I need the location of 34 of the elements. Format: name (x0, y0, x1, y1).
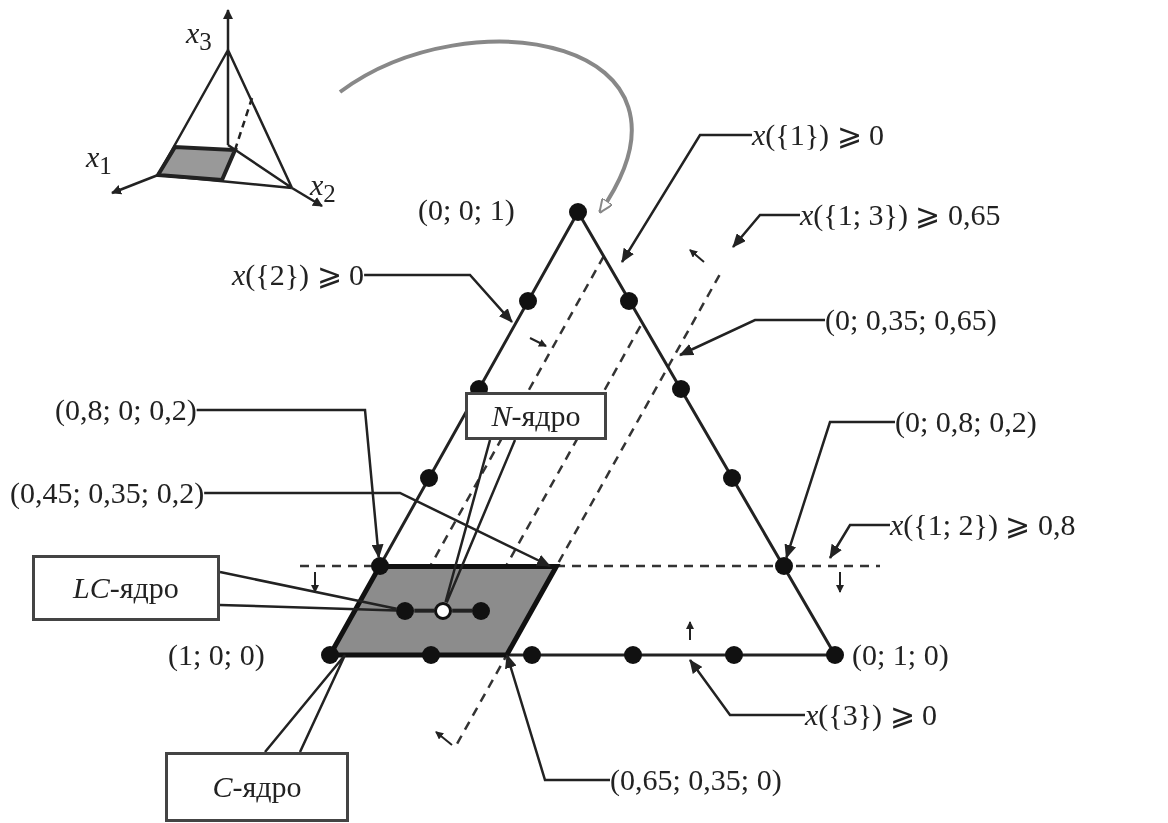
coordinate-label: x({1; 3}) ⩾ 0,65 (800, 198, 1001, 232)
leader-line (196, 408, 384, 559)
leader-line (679, 318, 825, 357)
coordinate-label: (0,8; 0; 0,2) (55, 393, 197, 427)
leader-line (784, 420, 895, 559)
leader-line (505, 654, 610, 782)
coordinate-label: x({2}) ⩾ 0 (232, 258, 365, 292)
callout-box: LC-ядро (32, 555, 220, 621)
callout-pointer (263, 653, 347, 754)
coordinate-label: (0; 0,35; 0,65) (825, 303, 997, 337)
leader-line (689, 659, 805, 717)
leader-line (204, 491, 551, 568)
curved-arrow (338, 39, 634, 214)
axis-label: x$_{1}$ (86, 140, 112, 181)
callout-box: C-ядро (165, 752, 349, 822)
coordinate-label: x({1}) ⩾ 0 (752, 118, 885, 152)
coordinate-label: (0; 0,8; 0,2) (895, 405, 1037, 439)
coordinate-label: x({3}) ⩾ 0 (805, 698, 938, 732)
vertex-label: (0; 0; 1) (418, 193, 515, 227)
axis-label: x$_{3}$ (186, 16, 212, 57)
vertex-label: (0; 1; 0) (852, 638, 949, 672)
vertex-label: (1; 0; 0) (168, 638, 265, 672)
coordinate-label: x({1; 2}) ⩾ 0,8 (890, 508, 1076, 542)
leader-line (732, 213, 800, 248)
axis-label: x$_{2}$ (310, 168, 336, 209)
coordinate-label: (0,45; 0,35; 0,2) (10, 476, 205, 510)
core-segment (414, 608, 435, 613)
leader-line (620, 133, 752, 263)
coordinate-label: (0,65; 0,35; 0) (610, 763, 782, 797)
core-segment (452, 608, 473, 613)
leader-line (828, 523, 890, 559)
callout-pointer (444, 438, 517, 604)
callout-pointer (218, 570, 398, 612)
leader-line (364, 273, 513, 323)
